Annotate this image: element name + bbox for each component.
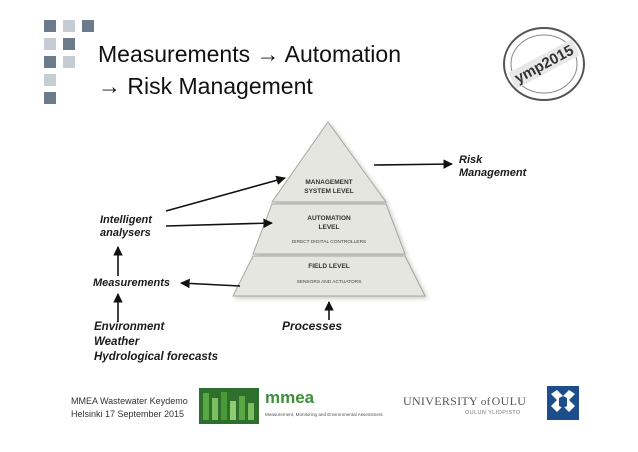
pyramid-field-level bbox=[232, 255, 426, 297]
event-stamp: ymp2015 bbox=[503, 27, 585, 101]
pyramid-automation-level bbox=[252, 203, 406, 255]
title-automation: Automation bbox=[284, 41, 401, 67]
title-line-1: Measurements → Automation bbox=[98, 41, 401, 67]
hydrological-forecasts-label: Hydrological forecasts bbox=[94, 351, 218, 363]
analysers-label-line-1: Intelligent bbox=[100, 214, 152, 226]
risk-management-label: Risk Management bbox=[459, 154, 526, 180]
mmea-logo-mark bbox=[199, 388, 259, 424]
environment-label: Environment bbox=[94, 321, 165, 333]
pyramid-bottom-sublabel: SENSORS AND ACTUATORS bbox=[297, 279, 362, 285]
university-of-oulu-logo: UNIVERSITY ofOULU OULUN YLIOPISTO bbox=[403, 394, 543, 420]
corner-square bbox=[82, 20, 94, 32]
oulu-logo-line-1: UNIVERSITY ofOULU bbox=[403, 394, 543, 409]
intelligent-analysers-label: Intelligent analysers bbox=[100, 214, 152, 240]
analysers-label-line-2: analysers bbox=[100, 227, 151, 239]
pyramid-mid-sublabel: DIRECT DIGITAL CONTROLLERS bbox=[292, 239, 367, 245]
pyramid-diagram: MANAGEMENT SYSTEM LEVEL AUTOMATION LEVEL… bbox=[232, 121, 426, 297]
measurements-label: Measurements bbox=[93, 277, 171, 289]
title-risk-management: Risk Management bbox=[127, 73, 313, 99]
pyramid-mid-label-1: AUTOMATION bbox=[307, 215, 351, 222]
corner-square bbox=[44, 92, 56, 104]
risk-label-line-1: Risk bbox=[459, 154, 483, 166]
pyramid-top-label-1: MANAGEMENT bbox=[305, 179, 352, 186]
arrow-analysers-to-automation bbox=[165, 218, 273, 229]
corner-square bbox=[44, 20, 56, 32]
mmea-logo-name: mmea bbox=[265, 388, 315, 407]
arrow-right-icon: → bbox=[256, 41, 280, 67]
pyramid-mid-label-2: LEVEL bbox=[319, 224, 340, 231]
title-measurements: Measurements bbox=[98, 41, 251, 67]
mmea-logo-tagline: Measurement, Monitoring and Environmenta… bbox=[265, 412, 383, 417]
corner-square bbox=[63, 38, 75, 50]
arrow-field-to-measurements bbox=[180, 278, 241, 289]
oulu-logo-of: of bbox=[480, 396, 491, 408]
pyramid-top-label-2: SYSTEM LEVEL bbox=[304, 188, 354, 195]
pyramid-management-level bbox=[271, 121, 387, 203]
weather-label: Weather bbox=[94, 336, 140, 348]
oulu-emblem-icon bbox=[547, 386, 579, 420]
arrow-analysers-to-management bbox=[165, 175, 286, 212]
arrow-right-icon: → bbox=[98, 73, 121, 99]
corner-square bbox=[63, 56, 75, 68]
corner-square bbox=[44, 38, 56, 50]
oulu-logo-line-2: OULUN YLIOPISTO bbox=[465, 410, 521, 416]
processes-label: Processes bbox=[282, 319, 343, 333]
pyramid-bottom-label: FIELD LEVEL bbox=[308, 263, 350, 270]
footer-event: MMEA Wastewater Keydemo bbox=[71, 396, 188, 406]
oulu-logo-oulu: OULU bbox=[491, 394, 527, 408]
risk-label-line-2: Management bbox=[459, 167, 527, 179]
corner-square bbox=[44, 74, 56, 86]
corner-square bbox=[44, 56, 56, 68]
mmea-logo: mmea Measurement, Monitoring and Environ… bbox=[199, 388, 397, 424]
footer-date: Helsinki 17 September 2015 bbox=[71, 409, 185, 419]
arrow-to-risk-management bbox=[373, 159, 453, 169]
title-line-2: → Risk Management bbox=[98, 73, 313, 99]
oulu-logo-university: UNIVERSITY bbox=[403, 394, 478, 408]
corner-square bbox=[63, 20, 75, 32]
